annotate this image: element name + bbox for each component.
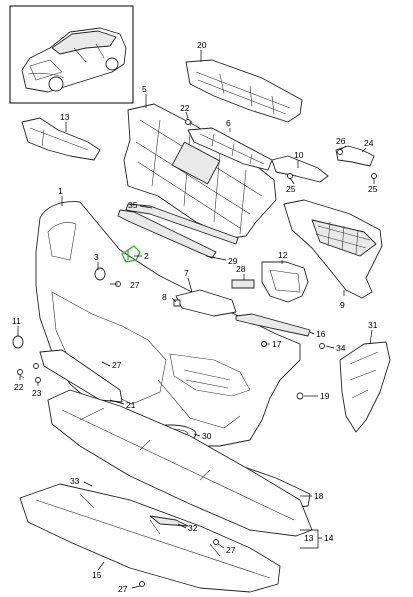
callout-28: 28 bbox=[236, 264, 246, 274]
part-35-strip bbox=[125, 203, 239, 245]
callout-7: 7 bbox=[184, 268, 189, 278]
part-31-side-bracket bbox=[339, 341, 391, 433]
part-16-bar bbox=[235, 313, 311, 337]
callout-27-a: 27 bbox=[130, 280, 140, 290]
part-21-lower-strip bbox=[39, 349, 123, 403]
fastener-19 bbox=[296, 392, 304, 400]
callout-5: 5 bbox=[142, 84, 147, 94]
callout-35: 35 bbox=[128, 200, 138, 210]
fastener-34 bbox=[319, 343, 325, 349]
fastener-23 bbox=[35, 377, 41, 383]
callout-6: 6 bbox=[226, 118, 231, 128]
callout-8: 8 bbox=[162, 292, 167, 302]
part-6-bracket bbox=[187, 127, 273, 171]
callout-10: 10 bbox=[294, 150, 304, 160]
part-28-clip bbox=[231, 279, 255, 289]
callout-32: 32 bbox=[188, 523, 198, 533]
callout-3: 3 bbox=[94, 252, 99, 262]
part-11-sensor bbox=[12, 335, 24, 349]
callout-1: 1 bbox=[58, 186, 63, 196]
part-32-strip bbox=[149, 515, 189, 527]
callout-27-b: 27 bbox=[112, 360, 122, 370]
callout-21: 21 bbox=[126, 400, 136, 410]
part-14-undertray bbox=[47, 389, 313, 537]
part-29-strip bbox=[117, 209, 217, 259]
part-20-crossmember bbox=[185, 59, 303, 123]
callout-31: 31 bbox=[368, 320, 378, 330]
part-15-undertray-lower bbox=[19, 483, 281, 593]
callout-30: 30 bbox=[202, 431, 212, 441]
callout-22-top: 22 bbox=[180, 103, 190, 113]
callout-17: 17 bbox=[272, 339, 282, 349]
fastener-17 bbox=[261, 341, 267, 347]
fastener-27-c bbox=[213, 539, 219, 545]
callout-13-bottom: 13 bbox=[304, 533, 314, 543]
fastener-26 bbox=[337, 149, 343, 155]
callout-26: 26 bbox=[336, 136, 346, 146]
callout-16: 16 bbox=[316, 329, 326, 339]
part-24-bracket bbox=[335, 145, 375, 167]
callout-33: 33 bbox=[70, 476, 80, 486]
part-9-lower-grille bbox=[283, 199, 383, 299]
callout-29: 29 bbox=[228, 256, 238, 266]
leader-lines bbox=[17, 50, 375, 589]
part-12-duct bbox=[261, 261, 309, 303]
callout-20: 20 bbox=[197, 40, 207, 50]
fastener-27-b bbox=[33, 363, 39, 369]
part-3-clip bbox=[94, 267, 106, 281]
callout-9: 9 bbox=[340, 300, 345, 310]
callout-15: 15 bbox=[92, 570, 102, 580]
callout-11: 11 bbox=[12, 316, 21, 326]
part-13-side-bracket bbox=[21, 117, 101, 161]
callout-25-right: 25 bbox=[368, 184, 378, 194]
callout-labels: 20 5 22 6 13 10 26 24 25 25 35 1 2 3 27 … bbox=[12, 40, 378, 594]
part-7-bracket bbox=[175, 289, 237, 317]
callout-19: 19 bbox=[320, 391, 330, 401]
callout-34: 34 bbox=[336, 343, 346, 353]
callout-12: 12 bbox=[278, 250, 288, 260]
callout-13-top: 13 bbox=[60, 112, 70, 122]
callout-27-c: 27 bbox=[226, 545, 236, 555]
part-10-bracket bbox=[271, 155, 329, 183]
fastener-22-top bbox=[185, 117, 193, 127]
callout-22-left: 22 bbox=[14, 382, 24, 392]
callout-2: 2 bbox=[144, 251, 149, 261]
callout-23: 23 bbox=[32, 388, 42, 398]
callout-24: 24 bbox=[364, 138, 374, 148]
callout-18: 18 bbox=[314, 491, 324, 501]
fastener-22-left bbox=[17, 369, 25, 379]
part-8-clip bbox=[173, 299, 181, 307]
callout-27-d: 27 bbox=[118, 584, 128, 594]
callout-14: 14 bbox=[324, 533, 334, 543]
vehicle-inset bbox=[9, 5, 134, 104]
fastener-25-a bbox=[287, 173, 293, 179]
callout-25-left: 25 bbox=[286, 184, 296, 194]
fastener-25-b bbox=[371, 173, 377, 179]
fastener-27-d bbox=[139, 581, 145, 587]
